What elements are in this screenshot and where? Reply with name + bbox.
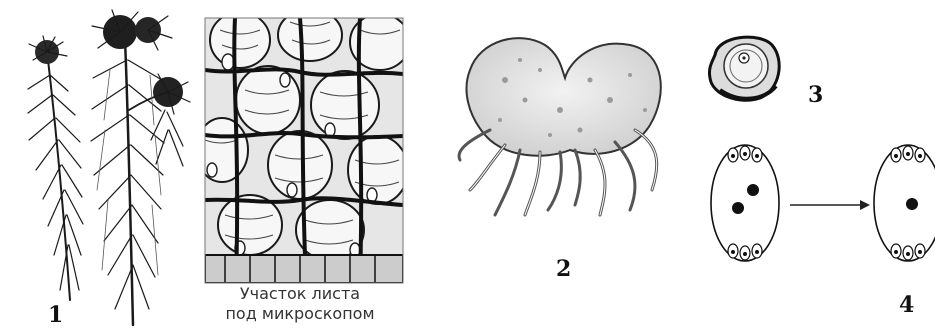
caption-line-1: Участок листа — [200, 284, 400, 304]
cell-diagram-after — [874, 145, 935, 261]
label-3: 3 — [808, 82, 823, 108]
label-2: 2 — [556, 256, 571, 282]
leaf-caption: Участок листа под микроскопом — [200, 284, 400, 324]
transition-arrow — [790, 200, 870, 210]
moss-plant-drawing — [28, 10, 190, 325]
cell-diagram-before — [711, 145, 779, 261]
protonema-drawing — [459, 38, 661, 215]
spore-drawing — [709, 37, 779, 100]
caption-line-2: под микроскопом — [200, 304, 400, 324]
label-1: 1 — [48, 302, 63, 328]
leaf-cells-drawing — [196, 9, 410, 283]
label-4: 4 — [899, 292, 914, 318]
